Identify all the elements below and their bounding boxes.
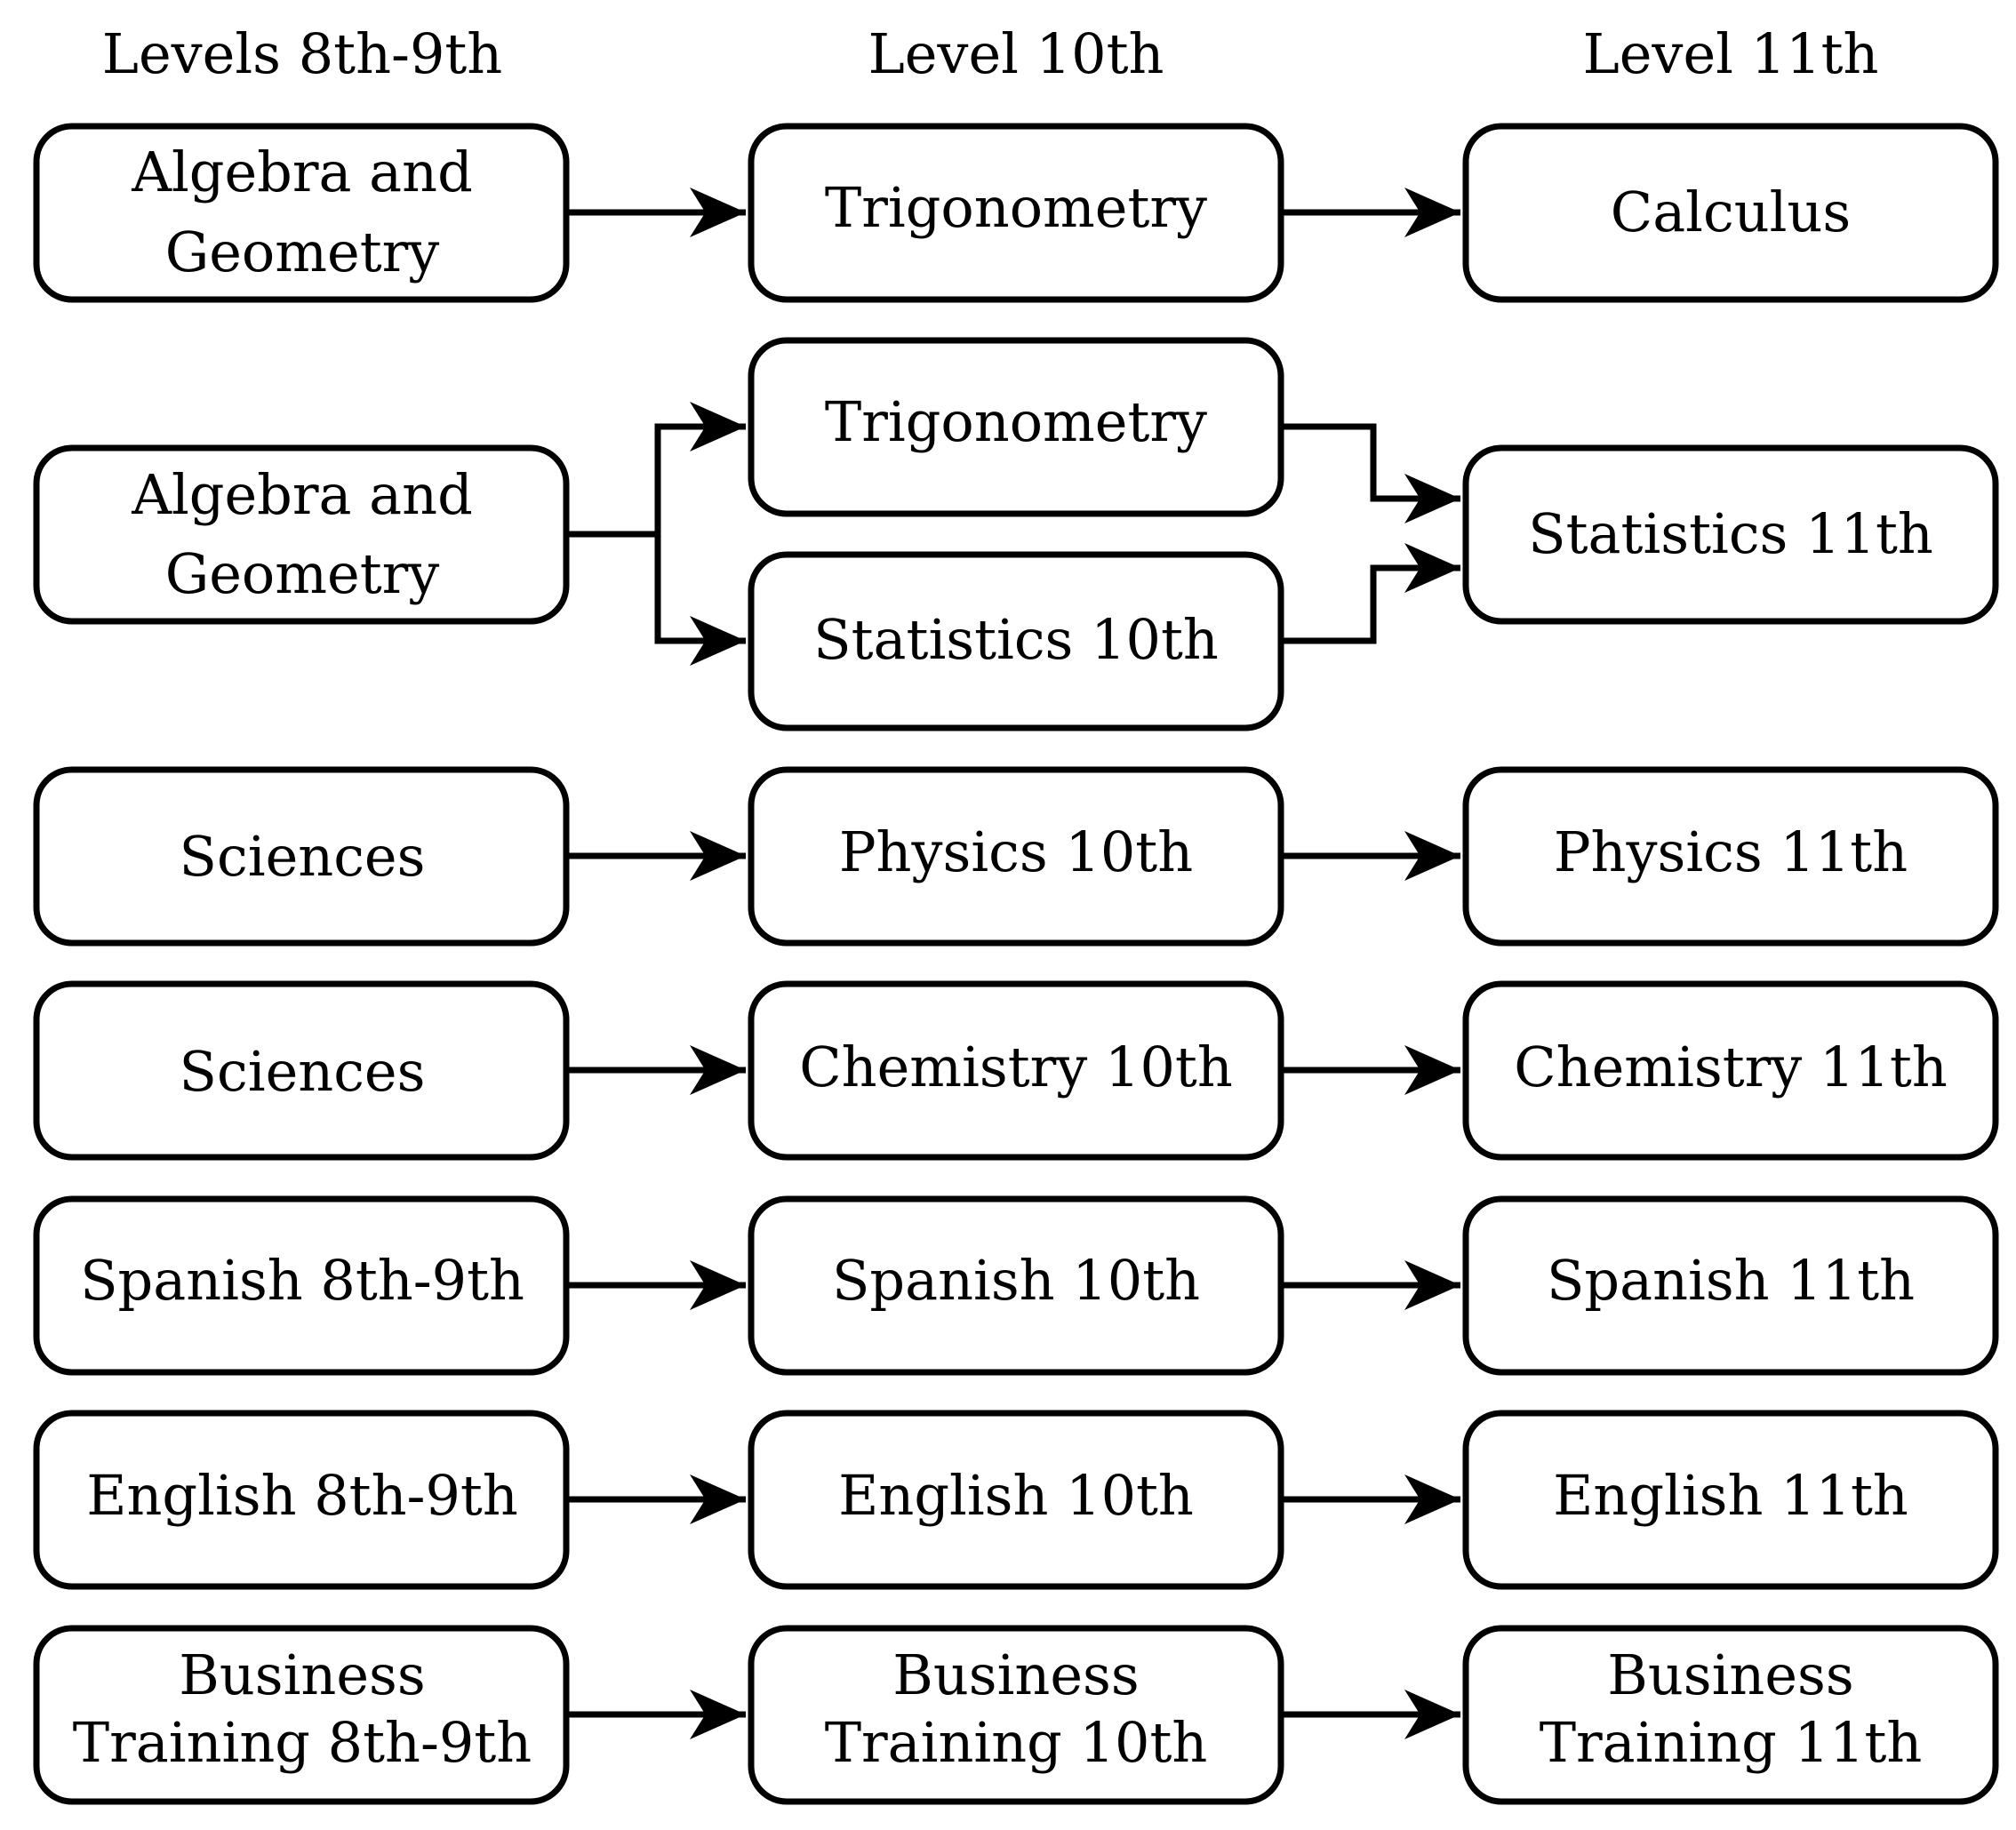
- node-chemistry-10th: Chemistry 10th: [748, 980, 1284, 1161]
- node-trigonometry-1: Trigonometry: [748, 123, 1284, 303]
- node-label: Spanish 8th-9th: [80, 1248, 524, 1313]
- node-label: Statistics 10th: [813, 607, 1219, 672]
- node-label: English 11th: [1553, 1463, 1908, 1528]
- node-calculus: Calculus: [1462, 123, 1999, 303]
- node-statistics-10th: Statistics 10th: [748, 551, 1284, 731]
- node-label: Business: [892, 1642, 1139, 1707]
- node-label: Spanish 10th: [832, 1248, 1200, 1313]
- header-level-11th: Level 11th: [1583, 21, 1879, 86]
- header-level-10th: Level 10th: [868, 21, 1164, 86]
- arrow-statistics-10th-to-statistics-11th: [1281, 543, 1460, 644]
- node-label: Calculus: [1611, 180, 1851, 244]
- node-physics-10th: Physics 10th: [748, 766, 1284, 947]
- node-label: Physics 11th: [1554, 819, 1908, 884]
- node-label: Geometry: [165, 541, 440, 606]
- node-label: Sciences: [180, 1039, 426, 1104]
- node-label: Trigonometry: [825, 389, 1207, 454]
- node-label: Sciences: [180, 824, 426, 889]
- node-label: Spanish 11th: [1547, 1248, 1915, 1313]
- node-label: Chemistry 11th: [1514, 1035, 1948, 1099]
- node-label: English 10th: [838, 1463, 1194, 1528]
- node-sciences-2: Sciences: [33, 980, 570, 1161]
- node-english-11th: English 11th: [1462, 1410, 1999, 1590]
- node-trigonometry-2: Trigonometry: [748, 337, 1284, 517]
- node-spanish-8th-9th: Spanish 8th-9th: [33, 1195, 570, 1376]
- node-business-training-8th-9th: Business Training 8th-9th: [33, 1625, 570, 1805]
- node-label: Algebra and: [131, 140, 473, 204]
- arrow-trigonometry-to-statistics-11th: [1281, 423, 1460, 523]
- node-algebra-geometry-1: Algebra and Geometry: [33, 123, 570, 303]
- node-label: Geometry: [165, 220, 440, 284]
- node-label: Chemistry 10th: [799, 1035, 1233, 1099]
- node-spanish-11th: Spanish 11th: [1462, 1195, 1999, 1376]
- node-label: Business: [179, 1642, 425, 1707]
- arrow-algebra-to-trigonometry-2: [566, 402, 746, 538]
- node-label: Training 11th: [1540, 1710, 1923, 1775]
- node-business-training-10th: Business Training 10th: [748, 1625, 1284, 1805]
- node-english-8th-9th: English 8th-9th: [33, 1410, 570, 1590]
- node-label: Business: [1607, 1642, 1853, 1707]
- node-algebra-geometry-2: Algebra and Geometry: [33, 444, 570, 625]
- node-english-10th: English 10th: [748, 1410, 1284, 1590]
- header-levels-8th-9th: Levels 8th-9th: [102, 21, 502, 86]
- node-label: Statistics 11th: [1528, 501, 1933, 566]
- node-label: Training 8th-9th: [73, 1710, 532, 1775]
- node-label: Training 10th: [825, 1710, 1208, 1775]
- node-label: Trigonometry: [825, 175, 1207, 240]
- node-label: Algebra and: [131, 462, 473, 527]
- node-label: English 8th-9th: [86, 1463, 518, 1528]
- node-business-training-11th: Business Training 11th: [1462, 1625, 1999, 1805]
- node-physics-11th: Physics 11th: [1462, 766, 1999, 947]
- node-statistics-11th: Statistics 11th: [1462, 444, 1999, 625]
- node-chemistry-11th: Chemistry 11th: [1462, 980, 1999, 1161]
- node-sciences-1: Sciences: [33, 766, 570, 947]
- arrow-algebra-to-statistics-10th: [654, 534, 746, 666]
- node-label: Physics 10th: [839, 819, 1193, 884]
- node-spanish-10th: Spanish 10th: [748, 1195, 1284, 1376]
